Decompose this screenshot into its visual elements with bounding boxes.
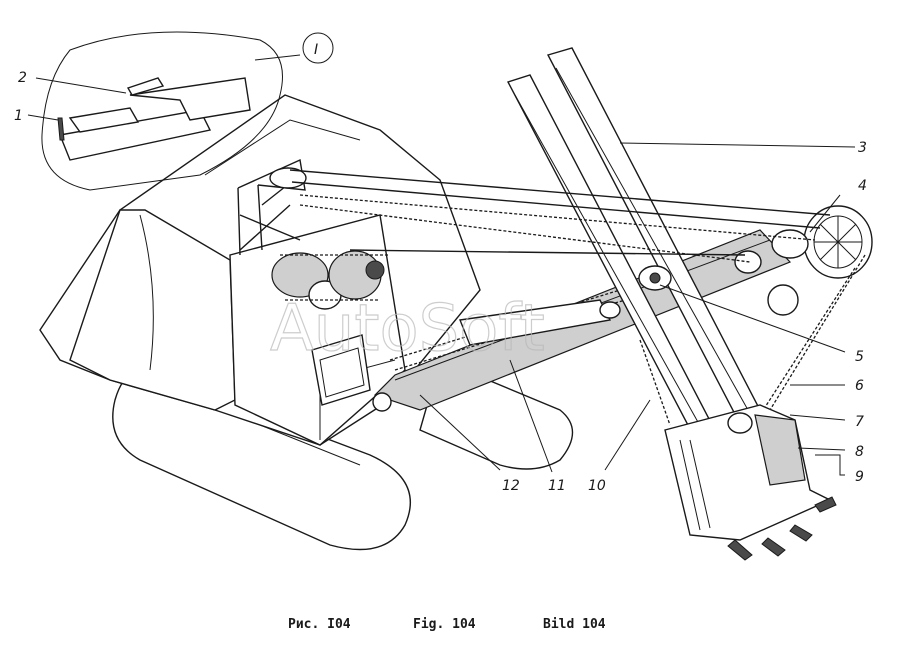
callout-10: 10 [588,478,606,494]
callout-9: 9 [855,469,864,485]
suspension-ropes [289,169,831,263]
callout-8: 8 [855,444,864,460]
boom-point-sheave [734,205,873,316]
callout-3: 3 [858,140,867,156]
dipper-handle-right [546,47,761,421]
callout-12: 12 [502,478,520,494]
callout-6: 6 [855,378,864,394]
callout-1: 1 [14,108,23,124]
hoist-rope [759,254,866,416]
callout-4: 4 [858,178,867,194]
callout-5: 5 [855,349,864,365]
shipper-shaft [638,265,672,291]
detail-inset [41,31,301,191]
leader-lines [27,77,856,476]
callout-detail-I: I [314,42,318,58]
caption-de: Bild 104 [543,617,606,632]
crowd-chain [389,289,626,371]
watermark: AutoSoft [270,292,545,366]
caption-ru: Рис. I04 [288,617,351,632]
hoist-winch [271,250,390,310]
cab-window [311,334,371,406]
dipper-bucket [639,339,837,561]
callout-2: 2 [18,70,27,86]
callout-7: 7 [855,414,864,430]
callout-11: 11 [548,478,566,494]
caption-en: Fig. 104 [413,617,476,632]
